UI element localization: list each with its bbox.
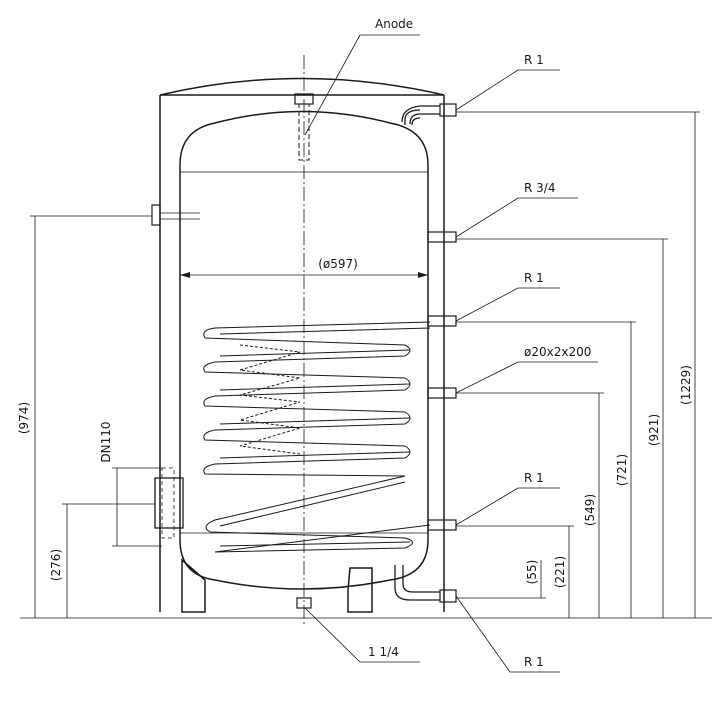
label-cold-inlet: R 1 (524, 655, 544, 669)
tank-feet (181, 558, 373, 613)
outer-casing (159, 77, 445, 612)
label-recirculation: R 3/4 (524, 181, 555, 195)
label-coil-outlet: R 1 (524, 471, 544, 485)
connection-stubs (394, 103, 457, 603)
dim-721: (721) (615, 454, 629, 486)
dim-55: (55) (525, 560, 539, 585)
right-leaders (304, 69, 598, 673)
height-dimensions-right (20, 111, 712, 619)
diameter-dimension: (ø597) (180, 257, 428, 278)
dim-1229: (1229) (679, 365, 693, 405)
heater-port (151, 204, 200, 226)
heat-exchanger-coil (203, 321, 431, 553)
drain-fitting (296, 597, 312, 609)
dim-974: (974) (17, 402, 31, 434)
label-coil-inlet: R 1 (524, 271, 544, 285)
label-top-outlet: R 1 (524, 53, 544, 67)
inspection-flange (154, 467, 184, 539)
anode-leader (304, 34, 361, 136)
dim-549: (549) (583, 494, 597, 526)
diameter-label: (ø597) (318, 257, 358, 271)
dim-221: (221) (553, 556, 567, 588)
label-sensor-pocket: ø20x2x200 (524, 345, 591, 359)
dim-921: (921) (647, 414, 661, 446)
height-dimensions-left (30, 215, 162, 618)
anode-label: Anode (375, 17, 413, 31)
anode-fitting (294, 93, 314, 161)
dim-276: (276) (49, 549, 63, 581)
label-drain: 1 1/4 (368, 645, 399, 659)
dim-dn110: DN110 (99, 421, 113, 462)
